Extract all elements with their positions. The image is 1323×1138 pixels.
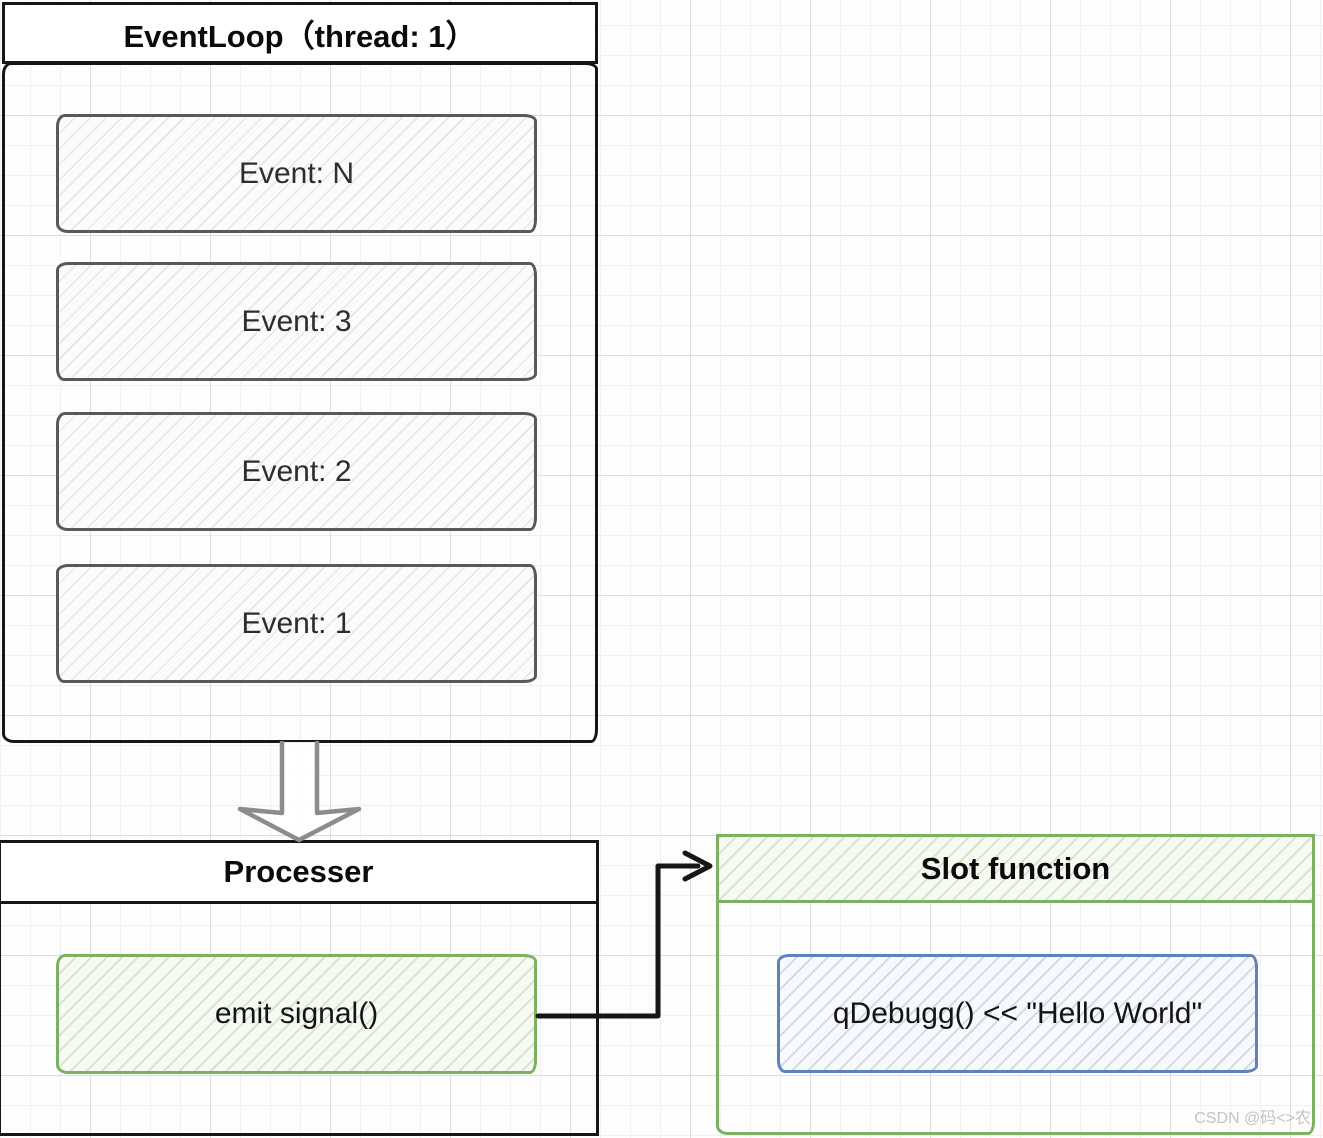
emit-signal-box: emit signal() <box>56 954 537 1074</box>
slot-function-title-label: Slot function <box>920 850 1111 886</box>
down-arrow-icon <box>232 741 368 845</box>
processer-title-label: Processer <box>223 854 374 889</box>
event-queue-item-3: Event: 3 <box>56 262 537 381</box>
emit-signal-label: emit signal() <box>214 997 379 1030</box>
event-label: Event: 2 <box>241 454 352 488</box>
processer-title: Processer <box>0 840 599 904</box>
event-label: Event: 1 <box>241 606 352 640</box>
qdebug-code-label: qDebugg() << "Hello World" <box>832 996 1203 1030</box>
slot-function-title: Slot function <box>716 834 1315 903</box>
eventloop-title: EventLoop（thread: 1） <box>2 2 598 64</box>
event-queue-item-1: Event: 1 <box>56 564 537 683</box>
event-label: Event: N <box>238 156 355 190</box>
event-queue-item-2: Event: 2 <box>56 412 537 531</box>
event-label: Event: 3 <box>241 304 352 338</box>
eventloop-title-label: EventLoop（thread: 1） <box>123 18 477 54</box>
csdn-watermark: CSDN @码<>农 <box>1194 1110 1311 1127</box>
event-queue-item-n: Event: N <box>56 114 537 233</box>
signal-connector-arrow-icon <box>528 848 724 1028</box>
qdebug-code-box: qDebugg() << "Hello World" <box>777 954 1258 1073</box>
